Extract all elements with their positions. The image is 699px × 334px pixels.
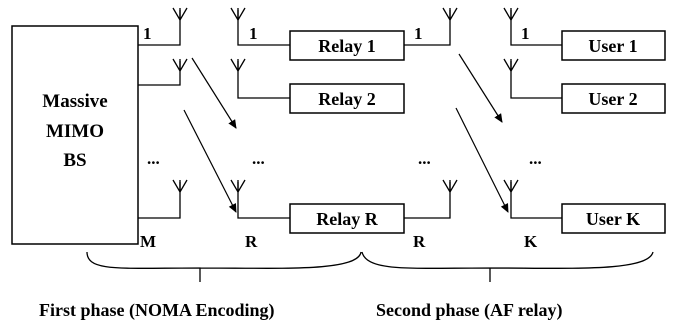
user-ellipsis: ... (529, 149, 542, 168)
bs-antenna-label-first: 1 (143, 24, 152, 43)
second-phase-arrow-top (458, 53, 503, 123)
bs-label-line2: MIMO (46, 121, 104, 142)
first-phase-arrow-bottom (183, 109, 237, 213)
relay-rx-ellipsis: ... (252, 149, 265, 168)
user-antenna-label-last: K (524, 232, 538, 251)
user-antenna-label-first: 1 (521, 24, 530, 43)
bs-antennas (138, 7, 188, 219)
relay-2-label: Relay 2 (318, 89, 376, 109)
second-phase-brace (361, 251, 654, 282)
antenna-icon (230, 7, 290, 46)
bs-ellipsis: ... (147, 149, 160, 168)
user-k: User K (561, 203, 666, 234)
antenna-icon (503, 7, 562, 46)
user-1: User 1 (561, 30, 666, 61)
relay-tx-ellipsis: ... (418, 149, 431, 168)
relay-tx-antennas (404, 7, 458, 219)
relay-tx-label-first: 1 (414, 24, 423, 43)
antenna-icon (138, 179, 188, 219)
user-1-label: User 1 (588, 36, 637, 56)
first-phase-brace (86, 251, 362, 282)
bs-antenna-label-last: M (140, 232, 156, 251)
relay-tx-label-last: R (413, 232, 426, 251)
first-phase-arrow-top (191, 57, 237, 129)
second-phase-caption: Second phase (AF relay) (376, 300, 563, 321)
relay-2: Relay 2 (289, 83, 405, 114)
antenna-icon (138, 58, 188, 86)
user-antennas (503, 7, 562, 219)
antenna-icon (230, 179, 290, 219)
relay-rx-label-last: R (245, 232, 258, 251)
user-k-label: User K (586, 209, 640, 229)
relay-1-label: Relay 1 (318, 36, 376, 56)
second-phase-arrow-bottom (455, 107, 509, 213)
antenna-icon (404, 179, 458, 219)
relay-rx-label-first: 1 (249, 24, 258, 43)
antenna-icon (503, 58, 562, 99)
relay-r-label: Relay R (316, 209, 378, 229)
user-2: User 2 (561, 83, 666, 114)
relay-1: Relay 1 (289, 30, 405, 61)
relay-r: Relay R (289, 203, 405, 234)
antenna-icon (138, 7, 188, 46)
antenna-icon (230, 58, 290, 99)
relay-rx-antennas (230, 7, 290, 219)
bs-label-line1: Massive (42, 91, 107, 112)
antenna-icon (404, 7, 458, 46)
antenna-icon (503, 179, 562, 219)
bs-label-line3: BS (63, 150, 86, 171)
first-phase-caption: First phase (NOMA Encoding) (39, 300, 275, 321)
user-2-label: User 2 (588, 89, 637, 109)
base-station: Massive MIMO BS (11, 25, 139, 245)
